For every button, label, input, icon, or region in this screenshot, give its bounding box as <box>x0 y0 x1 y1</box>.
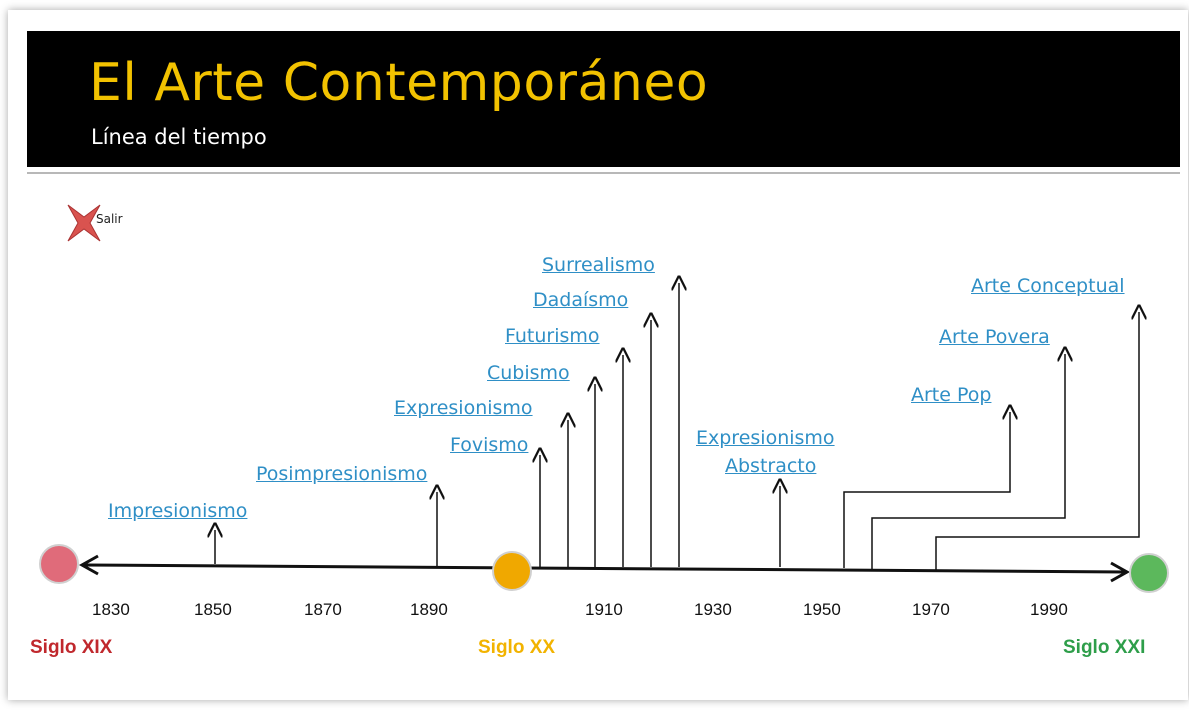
year-label: 1970 <box>912 600 950 619</box>
axis-arrow-right <box>1110 561 1131 583</box>
century-label-xx: Siglo XX <box>478 637 556 658</box>
link-expresionismo[interactable]: Expresionismo <box>394 397 533 419</box>
link-arte-pop[interactable]: Arte Pop <box>911 384 992 406</box>
link-dadaismo[interactable]: Dadaísmo <box>533 289 629 311</box>
year-label: 1930 <box>694 600 732 619</box>
page-subtitle: Línea del tiempo <box>91 125 267 149</box>
year-label: 1990 <box>1030 600 1068 619</box>
link-expresionismo-abstracto-line2[interactable]: Abstracto <box>725 455 817 477</box>
link-cubismo[interactable]: Cubismo <box>487 362 570 384</box>
arrow-arte-conceptual <box>935 312 1139 570</box>
link-expresionismo-abstracto-line1[interactable]: Expresionismo <box>696 427 835 449</box>
year-label: 1850 <box>194 600 232 619</box>
exit-button[interactable]: Salir <box>66 203 156 243</box>
year-label: 1890 <box>410 600 448 619</box>
link-arte-povera[interactable]: Arte Povera <box>939 326 1050 348</box>
link-surrealismo[interactable]: Surrealismo <box>542 254 655 276</box>
link-impresionismo[interactable]: Impresionismo <box>108 500 248 522</box>
arrow-arte-povera <box>871 354 1065 569</box>
year-label: 1910 <box>585 600 623 619</box>
page-title: El Arte Contemporáneo <box>89 53 709 113</box>
node-siglo-xx <box>492 551 532 591</box>
exit-label: Salir <box>96 212 123 226</box>
arrow-arte-pop <box>843 412 1010 568</box>
timeline-axis <box>83 563 1127 574</box>
exit-x-icon <box>67 204 101 242</box>
link-fovismo[interactable]: Fovismo <box>450 434 529 456</box>
link-posimpresionismo[interactable]: Posimpresionismo <box>256 463 428 485</box>
year-label: 1950 <box>803 600 841 619</box>
header-divider <box>27 172 1180 174</box>
axis-arrow-left <box>78 554 99 576</box>
year-label: 1830 <box>92 600 130 619</box>
node-siglo-xxi <box>1129 553 1169 593</box>
header-bar: El Arte Contemporáneo Línea del tiempo <box>27 31 1180 167</box>
link-arte-conceptual[interactable]: Arte Conceptual <box>971 275 1125 297</box>
year-label: 1870 <box>304 600 342 619</box>
century-label-xix: Siglo XIX <box>30 637 113 658</box>
link-futurismo[interactable]: Futurismo <box>505 325 600 347</box>
century-label-xxi: Siglo XXI <box>1063 637 1146 658</box>
node-siglo-xix <box>39 544 79 584</box>
